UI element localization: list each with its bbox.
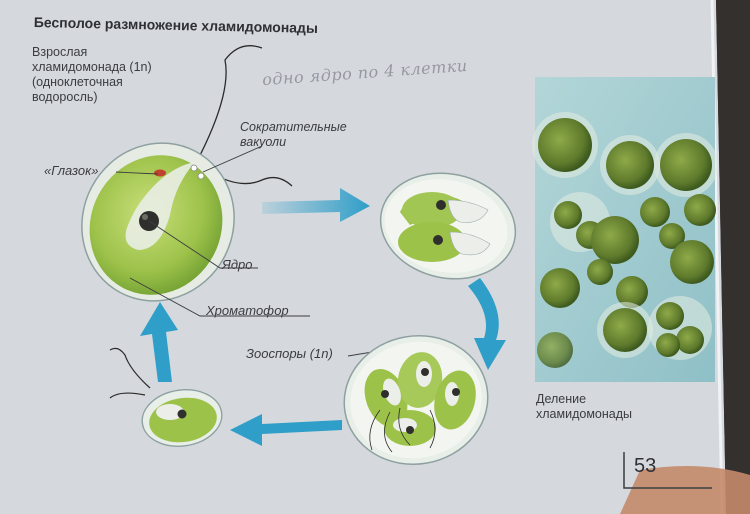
cycle-arrows (140, 188, 506, 446)
page-number: 53 (634, 455, 657, 477)
vacuoles-label: Сократительные вакуоли (240, 120, 347, 149)
vacuole-2 (197, 172, 205, 180)
flagellum-2 (209, 171, 293, 187)
vacuole-1 (190, 164, 198, 172)
photo-algae (532, 112, 718, 368)
background-edge (716, 0, 750, 514)
zoospores-cell (343, 334, 489, 466)
arrow-to-zoospores (468, 278, 506, 370)
zoospores-label: Зооспоры (1n) (246, 346, 333, 361)
adult-chlamydomonas (81, 45, 293, 302)
young-chlamydomonas (109, 347, 223, 447)
thumb (620, 466, 750, 514)
flagellum-1 (194, 45, 263, 166)
eyespot (154, 169, 166, 177)
dividing-cell (379, 172, 517, 280)
page-number-frame (623, 452, 712, 489)
arrow-to-young-cell (230, 414, 342, 446)
arrow-to-division (262, 188, 370, 222)
chromatophore-label: Хроматофор (206, 303, 289, 318)
adult-caption: Взрослая хламидомонада (1n) (одноклеточн… (32, 45, 152, 104)
nucleus-label: Ядро (222, 257, 253, 272)
eyespot-label: «Глазок» (44, 163, 99, 178)
photo-caption: Деление хламидомонады (536, 392, 632, 421)
arrow-to-adult (140, 302, 178, 382)
